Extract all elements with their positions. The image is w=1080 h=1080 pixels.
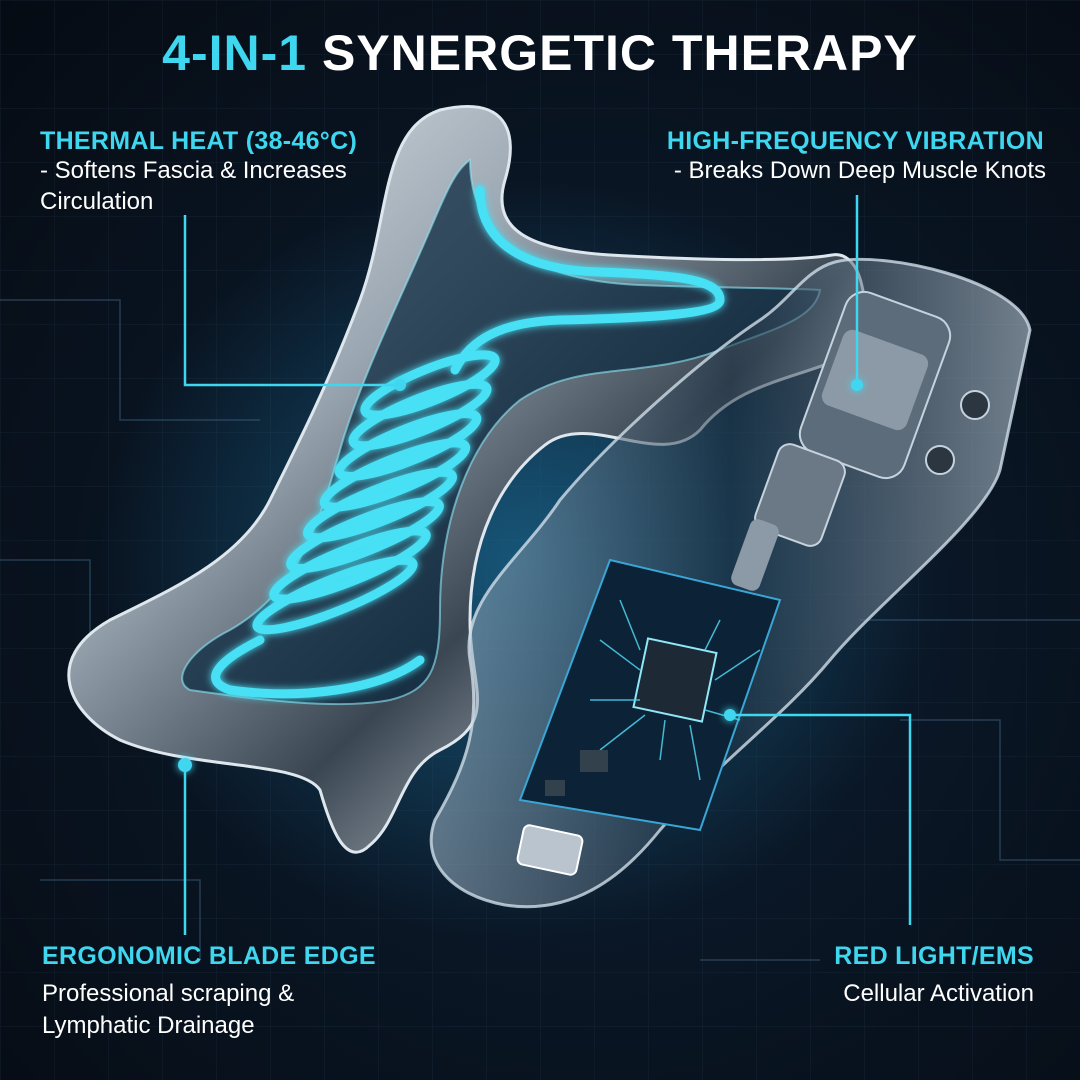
callout-line-light xyxy=(730,713,912,925)
light-heading: RED LIGHT/EMS xyxy=(834,942,1034,970)
thermal-desc-line2: Circulation xyxy=(40,188,154,215)
callout-dots xyxy=(178,379,863,772)
blade-heading: ERGONOMIC BLADE EDGE xyxy=(42,942,376,970)
page-title: 4-IN-1 SYNERGETIC THERAPY xyxy=(0,24,1080,82)
title-accent: 4-IN-1 xyxy=(162,25,308,81)
blade-desc-line2: Lymphatic Drainage xyxy=(42,1012,255,1039)
blade-inner-glass xyxy=(181,158,822,706)
device-handle xyxy=(429,257,1032,909)
vibration-heading: HIGH-FREQUENCY VIBRATION xyxy=(666,127,1044,155)
thermal-heading: THERMAL HEAT (38-46°C) xyxy=(40,127,358,155)
callout-line-thermal xyxy=(183,215,400,387)
title-main: SYNERGETIC THERAPY xyxy=(321,25,918,81)
motor-assembly xyxy=(731,290,952,591)
circuit-board xyxy=(518,558,782,832)
blade-desc-line1: Professional scraping & xyxy=(42,980,295,1007)
thermal-desc-line1: - Softens Fascia & Increases xyxy=(40,157,347,184)
heating-coil xyxy=(211,185,725,699)
light-desc-line1: Cellular Activation xyxy=(843,980,1034,1007)
power-buttons xyxy=(925,390,990,475)
vibration-desc-line1: - Breaks Down Deep Muscle Knots xyxy=(673,157,1046,184)
callout-lines xyxy=(183,195,912,935)
usb-port xyxy=(516,824,584,876)
